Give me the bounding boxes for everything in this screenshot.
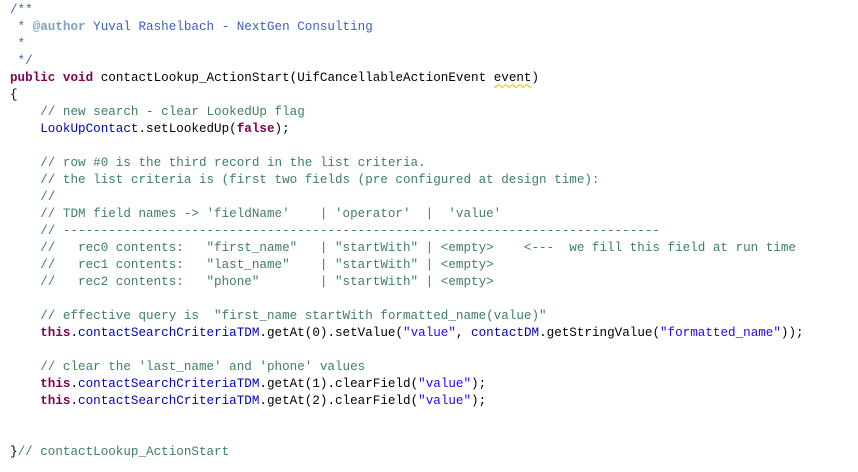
code-token [10, 122, 40, 136]
code-line[interactable] [10, 410, 804, 427]
keyword-token: this [40, 326, 71, 340]
keyword-token: false [236, 122, 275, 136]
comment-token: // TDM field names -> 'fieldName' | 'ope… [40, 207, 502, 221]
code-token [55, 71, 63, 85]
comment-token: // clear the 'last_name' and 'phone' val… [40, 360, 366, 374]
code-token [10, 326, 40, 340]
comment-token: // contactLookup_ActionStart [17, 445, 230, 459]
code-token: { [10, 88, 18, 102]
code-token: } [10, 445, 18, 459]
code-token: contactLookup_ActionStart(UifCancellable… [93, 71, 494, 85]
code-token [10, 360, 40, 374]
javadoc-token: * [10, 20, 33, 34]
code-token: . [70, 394, 79, 408]
code-token: ) [531, 71, 540, 85]
code-line[interactable]: // row #0 is the third record in the lis… [10, 155, 804, 172]
code-line[interactable] [10, 291, 804, 308]
warning-token: event [493, 71, 532, 85]
javadoc-token: Yuval Rashelbach - NextGen Consulting [85, 20, 373, 34]
javadoc-token: * [10, 37, 26, 51]
code-token [10, 156, 40, 170]
code-line[interactable]: }// contactLookup_ActionStart [10, 444, 804, 461]
javadoc-token: */ [10, 54, 33, 68]
field-token: contactSearchCriteriaTDM [78, 326, 260, 340]
code-token: , [455, 326, 472, 340]
comment-token: // the list criteria is (first two field… [40, 173, 600, 187]
code-token: .getAt(1).clearField( [259, 377, 419, 391]
code-line[interactable]: * [10, 36, 804, 53]
string-token: "formatted_name" [660, 326, 781, 340]
code-token: . [70, 326, 79, 340]
code-line[interactable]: // TDM field names -> 'fieldName' | 'ope… [10, 206, 804, 223]
string-token: "value" [403, 326, 456, 340]
comment-token: // rec0 contents: "first_name" | "startW… [40, 241, 796, 255]
code-line[interactable]: /** [10, 2, 804, 19]
code-token [10, 207, 40, 221]
code-line[interactable]: // effective query is "first_name startW… [10, 308, 804, 325]
code-line[interactable]: // rec1 contents: "last_name" | "startWi… [10, 257, 804, 274]
code-line[interactable]: // [10, 189, 804, 206]
code-line[interactable]: this.contactSearchCriteriaTDM.getAt(2).c… [10, 393, 804, 410]
code-token [10, 377, 40, 391]
code-token: .setLookedUp( [138, 122, 237, 136]
code-token [10, 394, 40, 408]
code-line[interactable]: public void contactLookup_ActionStart(Ui… [10, 70, 804, 87]
code-line[interactable]: * @author Yuval Rashelbach - NextGen Con… [10, 19, 804, 36]
keyword-token: this [40, 394, 71, 408]
code-token [10, 173, 40, 187]
string-token: "value" [418, 394, 472, 408]
field-token: LookUpContact [40, 122, 139, 136]
field-token: contactDM [471, 326, 540, 340]
javadoc-token: /** [10, 3, 33, 17]
code-token: .getStringValue( [539, 326, 660, 340]
code-line[interactable]: // clear the 'last_name' and 'phone' val… [10, 359, 804, 376]
code-line[interactable]: */ [10, 53, 804, 70]
code-line[interactable]: { [10, 87, 804, 104]
javadoc-tag-token: @author [32, 20, 86, 34]
code-line[interactable] [10, 427, 804, 444]
field-token: contactSearchCriteriaTDM [78, 394, 260, 408]
code-line[interactable] [10, 138, 804, 155]
code-line[interactable]: this.contactSearchCriteriaTDM.getAt(1).c… [10, 376, 804, 393]
code-line[interactable]: // rec2 contents: "phone" | "startWith" … [10, 274, 804, 291]
code-token: ); [471, 377, 487, 391]
code-token: .getAt(0).setValue( [259, 326, 404, 340]
code-token [10, 258, 40, 272]
code-line[interactable]: // new search - clear LookedUp flag [10, 104, 804, 121]
code-token: ); [471, 394, 487, 408]
keyword-token: void [62, 71, 94, 85]
comment-token: // rec2 contents: "phone" | "startWith" … [40, 275, 494, 289]
keyword-token: public [10, 71, 56, 85]
comment-token: // rec1 contents: "last_name" | "startWi… [40, 258, 494, 272]
code-token [10, 190, 40, 204]
code-editor[interactable]: /** * @author Yuval Rashelbach - NextGen… [10, 2, 804, 461]
code-line[interactable]: // -------------------------------------… [10, 223, 804, 240]
code-token [10, 224, 40, 238]
comment-token: // row #0 is the third record in the lis… [40, 156, 426, 170]
comment-token: // [40, 190, 56, 204]
code-line[interactable]: LookUpContact.setLookedUp(false); [10, 121, 804, 138]
code-line[interactable]: // the list criteria is (first two field… [10, 172, 804, 189]
keyword-token: this [40, 377, 71, 391]
code-token [10, 241, 40, 255]
code-line[interactable]: this.contactSearchCriteriaTDM.getAt(0).s… [10, 325, 804, 342]
code-token: ); [274, 122, 290, 136]
comment-token: // effective query is "first_name startW… [40, 309, 547, 323]
field-token: contactSearchCriteriaTDM [78, 377, 260, 391]
comment-token: // new search - clear LookedUp flag [40, 105, 305, 119]
code-token [10, 309, 40, 323]
code-line[interactable]: // rec0 contents: "first_name" | "startW… [10, 240, 804, 257]
string-token: "value" [418, 377, 472, 391]
code-token [10, 105, 40, 119]
code-token [10, 275, 40, 289]
code-token: .getAt(2).clearField( [259, 394, 419, 408]
code-token: )); [780, 326, 804, 340]
code-line[interactable] [10, 342, 804, 359]
comment-token: // -------------------------------------… [40, 224, 660, 238]
code-token: . [70, 377, 79, 391]
